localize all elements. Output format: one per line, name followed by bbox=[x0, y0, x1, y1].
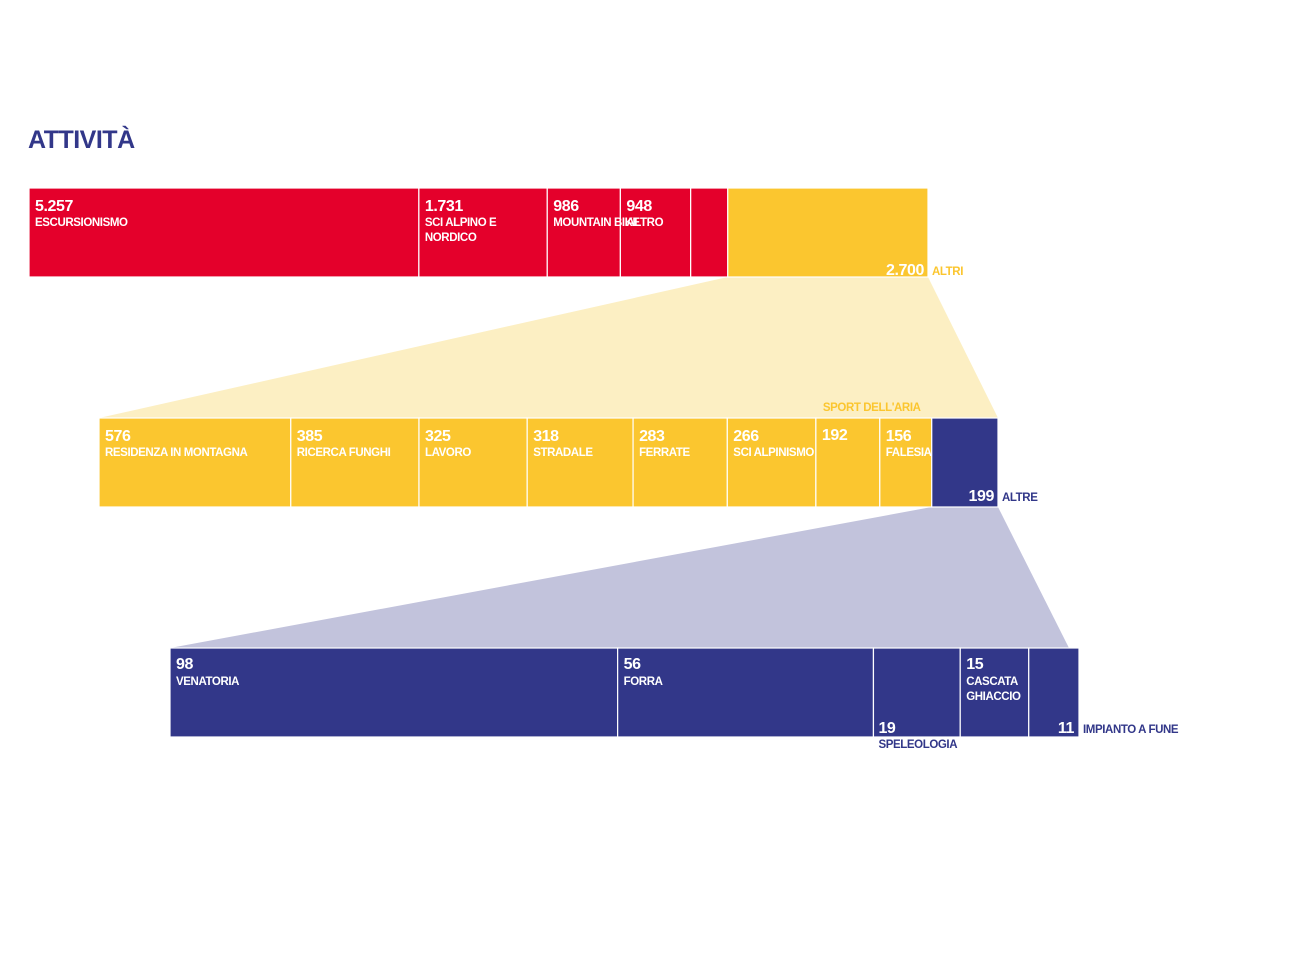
data-label: 56 bbox=[624, 656, 641, 673]
bar-segment bbox=[1028, 647, 1080, 738]
bar-segment bbox=[169, 647, 619, 738]
segment-label: RESIDENZA IN MONTAGNA bbox=[105, 447, 247, 459]
segment-label: FORRA bbox=[624, 676, 663, 688]
data-label: 318 bbox=[533, 428, 559, 445]
segment-label: ESCURSIONISMO bbox=[35, 217, 128, 229]
segment-label: VENATORIA bbox=[176, 676, 239, 688]
segment-label: FALESIA bbox=[886, 447, 932, 459]
segment-label: LAVORO bbox=[425, 447, 471, 459]
data-label: 1.731 bbox=[425, 198, 464, 215]
data-label: 385 bbox=[297, 428, 323, 445]
segment-label: ALTRO bbox=[626, 217, 663, 229]
data-label: 19 bbox=[878, 720, 895, 737]
bar-segment bbox=[690, 187, 729, 278]
bar-segment bbox=[98, 417, 292, 508]
data-label: 2.700 bbox=[886, 262, 925, 279]
data-label: 15 bbox=[966, 656, 983, 673]
bar-segment bbox=[28, 187, 420, 278]
data-label: 199 bbox=[969, 488, 995, 505]
segment-label: ALTRI bbox=[932, 266, 963, 278]
data-label: 325 bbox=[425, 428, 451, 445]
segment-label: MOUNTAIN BIKE bbox=[553, 217, 640, 229]
data-label: 576 bbox=[105, 428, 131, 445]
bar-segment bbox=[418, 417, 528, 508]
segment-label: RICERCA FUNGHI bbox=[297, 447, 391, 459]
bar-segment bbox=[872, 647, 961, 738]
bar-segment bbox=[726, 417, 817, 508]
bar-segment bbox=[290, 417, 420, 508]
chart-title: ATTIVITÀ bbox=[28, 126, 135, 154]
segment-label: SPELEOLOGIA bbox=[878, 739, 957, 751]
segment-label: SPORT DELL'ARIA bbox=[823, 402, 921, 414]
data-label: 156 bbox=[886, 428, 912, 445]
bar-segment bbox=[418, 187, 548, 278]
bar-segment bbox=[632, 417, 728, 508]
bar-segment bbox=[727, 187, 929, 278]
zoom-connector-altri bbox=[99, 277, 998, 418]
bar-segment bbox=[879, 417, 933, 508]
data-label: 11 bbox=[1058, 720, 1075, 737]
data-label: 98 bbox=[176, 656, 193, 673]
bar-segment bbox=[815, 417, 881, 508]
zoom-connector-altre bbox=[170, 507, 1069, 648]
data-label: 5.257 bbox=[35, 198, 74, 215]
data-label: 986 bbox=[553, 198, 579, 215]
segment-label: IMPIANTO A FUNE bbox=[1083, 724, 1179, 736]
segment-label: FERRATE bbox=[639, 447, 690, 459]
data-label: 283 bbox=[639, 428, 665, 445]
bar-segment bbox=[959, 647, 1030, 738]
segment-label: ALTRE bbox=[1002, 492, 1038, 504]
bar-segment bbox=[931, 417, 999, 508]
bar-segment bbox=[546, 187, 621, 278]
bar-segment bbox=[617, 647, 875, 738]
data-label: 192 bbox=[822, 427, 848, 444]
data-label: 948 bbox=[626, 198, 652, 215]
bar-segment bbox=[526, 417, 634, 508]
segment-label: SCI ALPINISMO bbox=[733, 447, 814, 459]
data-label: 266 bbox=[733, 428, 759, 445]
bar-segment bbox=[619, 187, 692, 278]
segment-label: STRADALE bbox=[533, 447, 593, 459]
